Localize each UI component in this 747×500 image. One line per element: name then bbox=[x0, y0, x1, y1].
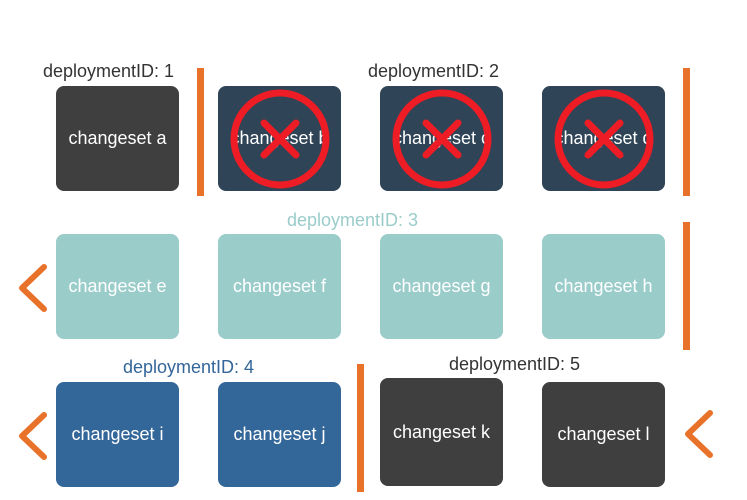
changeset-label: changeset i bbox=[71, 424, 164, 444]
changeset-k-box: changeset k bbox=[380, 378, 503, 486]
changeset-i-box: changeset i bbox=[56, 382, 179, 487]
changeset-c-box: changeset c bbox=[380, 86, 503, 191]
chevron-left-icon bbox=[685, 410, 713, 458]
changeset-label: changeset l bbox=[557, 424, 650, 444]
changeset-e-box: changeset e bbox=[56, 234, 179, 339]
red-x-circle-icon bbox=[230, 89, 329, 188]
deployment-label-1: deploymentID: 1 bbox=[43, 61, 175, 81]
changeset-b-box: changeset b bbox=[218, 86, 341, 191]
changeset-label: changeset h bbox=[554, 276, 653, 296]
deployment-separator bbox=[197, 68, 204, 196]
red-x-circle-icon bbox=[392, 89, 491, 188]
deployment-label-5: deploymentID: 5 bbox=[449, 354, 581, 374]
changeset-g-box: changeset g bbox=[380, 234, 503, 339]
deployment-separator bbox=[683, 222, 690, 350]
changeset-d-box: changeset d bbox=[542, 86, 665, 191]
changeset-a-box: changeset a bbox=[56, 86, 179, 191]
deployment-label-2: deploymentID: 2 bbox=[368, 61, 500, 81]
changeset-h-box: changeset h bbox=[542, 234, 665, 339]
changeset-label: changeset a bbox=[68, 128, 167, 148]
changeset-label: changeset e bbox=[68, 276, 167, 296]
changeset-l-box: changeset l bbox=[542, 382, 665, 487]
changeset-label: changeset f bbox=[232, 276, 327, 296]
red-x-circle-icon bbox=[554, 89, 653, 188]
deployment-label-4: deploymentID: 4 bbox=[123, 357, 255, 377]
changeset-label: changeset k bbox=[392, 421, 491, 442]
changeset-f-box: changeset f bbox=[218, 234, 341, 339]
changeset-j-box: changeset j bbox=[218, 382, 341, 487]
deployment-separator bbox=[357, 364, 364, 492]
deployment-label-3: deploymentID: 3 bbox=[287, 210, 419, 230]
changeset-label: changeset g bbox=[392, 276, 491, 296]
chevron-left-icon bbox=[19, 264, 47, 312]
changeset-label: changeset j bbox=[233, 424, 326, 444]
chevron-left-icon bbox=[19, 412, 47, 460]
deployment-separator bbox=[683, 68, 690, 196]
